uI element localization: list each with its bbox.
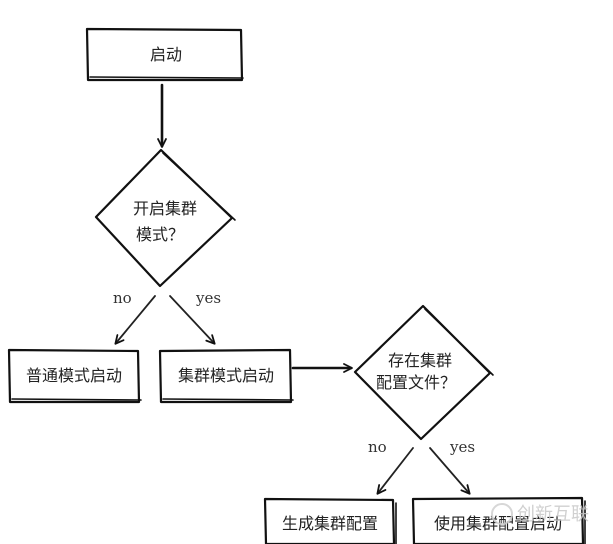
edge-label-yes-2: yes (449, 438, 475, 456)
decision-config-line1: 存在集群 (388, 351, 452, 370)
node-decision-config: 存在集群 配置文件？ (353, 304, 494, 441)
edge-decision-to-cluster (169, 295, 216, 345)
edge-label-no-2: no (368, 438, 387, 456)
edge-decision2-to-generate (376, 447, 414, 495)
edge-label-yes-1: yes (195, 289, 221, 307)
watermark-logo-icon (491, 503, 513, 525)
decision-cluster-line2: 模式？ (136, 225, 184, 244)
watermark-text: 创新互联 (517, 504, 589, 525)
node-cluster-start-label: 集群模式启动 (178, 366, 274, 385)
edge-label-no-1: no (113, 289, 132, 307)
node-generate-config-label: 生成集群配置 (282, 514, 378, 533)
node-generate-config: 生成集群配置 (263, 497, 397, 544)
node-decision-cluster: 开启集群 模式？ (94, 148, 236, 288)
node-cluster-start: 集群模式启动 (158, 348, 294, 404)
node-normal-start-label: 普通模式启动 (26, 366, 122, 385)
decision-config-line2: 配置文件？ (376, 373, 456, 392)
decision-cluster-line1: 开启集群 (133, 199, 197, 218)
node-start: 启动 (85, 27, 244, 82)
node-normal-start: 普通模式启动 (7, 348, 142, 404)
edge-decision2-to-use (429, 447, 471, 495)
node-start-label: 启动 (150, 45, 182, 64)
watermark: 创新互联 (491, 503, 589, 525)
edge-decision-to-normal (114, 295, 156, 345)
